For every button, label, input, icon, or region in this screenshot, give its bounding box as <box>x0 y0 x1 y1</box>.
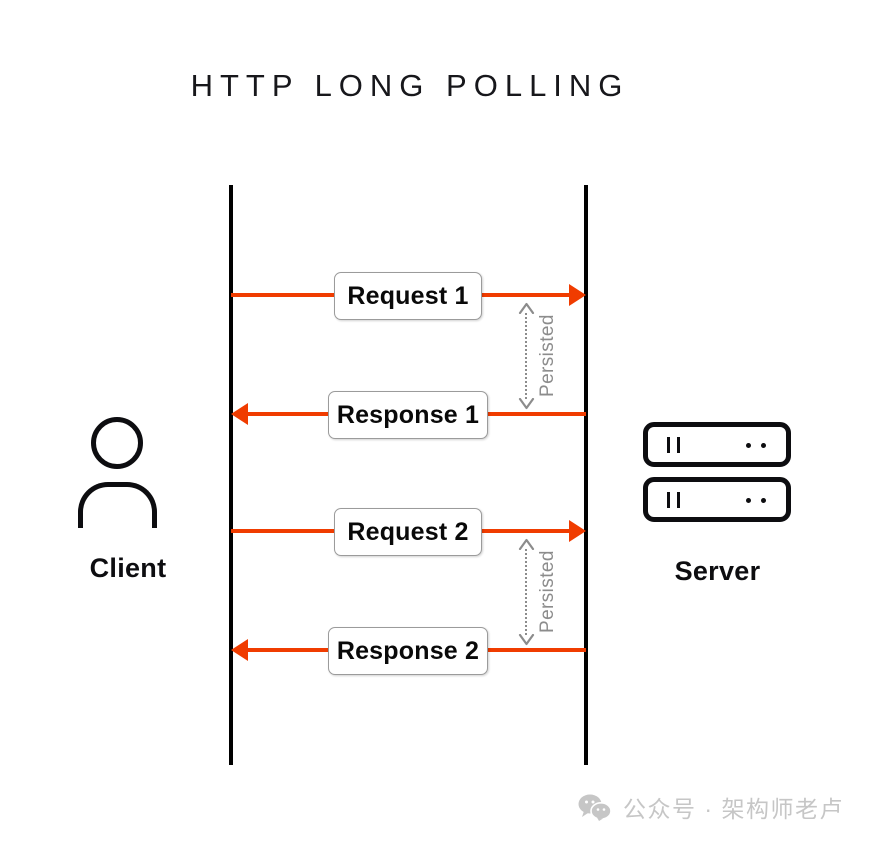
server-bar-icon <box>667 492 670 508</box>
wechat-icon <box>578 793 612 821</box>
arrowhead-right-request-2 <box>569 520 586 542</box>
server-led-icon <box>761 443 766 448</box>
server-bar-icon <box>667 437 670 453</box>
server-led-icon <box>761 498 766 503</box>
user-icon-head <box>91 417 143 469</box>
persisted-dotted-line <box>525 313 527 399</box>
server-led-icon <box>746 443 751 448</box>
message-box-response-2[interactable]: Response 2 <box>328 627 488 675</box>
message-box-request-1[interactable]: Request 1 <box>334 272 482 320</box>
persisted-arrow-down-icon <box>518 398 535 410</box>
persisted-dotted-line <box>525 549 527 635</box>
arrowhead-left-response-1 <box>231 403 248 425</box>
page-title: HTTP LONG POLLING <box>190 68 630 103</box>
persisted-label-2: Persisted <box>537 550 558 634</box>
server-bar-icon <box>677 492 680 508</box>
server-bar-icon <box>677 437 680 453</box>
annotation-persisted-1: Persisted <box>518 302 566 410</box>
annotation-persisted-2: Persisted <box>518 538 566 646</box>
server-rack-icon-unit-1 <box>643 422 791 467</box>
persisted-arrow-down-icon <box>518 634 535 646</box>
server-lifeline <box>584 185 588 765</box>
actor-server: Server <box>640 418 795 593</box>
watermark: 公众号 · 架构师老卢 <box>578 790 844 824</box>
message-box-request-2[interactable]: Request 2 <box>334 508 482 556</box>
persisted-label-1: Persisted <box>537 314 558 398</box>
persisted-arrow-up-icon <box>518 302 535 314</box>
client-lifeline <box>229 185 233 765</box>
actor-client: Client <box>62 415 194 590</box>
persisted-arrow-up-icon <box>518 538 535 550</box>
client-label: Client <box>89 553 167 583</box>
arrowhead-right-request-1 <box>569 284 586 306</box>
server-label: Server <box>674 556 761 586</box>
watermark-text: 公众号 · 架构师老卢 <box>623 796 844 822</box>
server-rack-icon-unit-2 <box>643 477 791 522</box>
server-led-icon <box>746 498 751 503</box>
message-box-response-1[interactable]: Response 1 <box>328 391 488 439</box>
user-icon-body <box>78 482 157 528</box>
arrowhead-left-response-2 <box>231 639 248 661</box>
